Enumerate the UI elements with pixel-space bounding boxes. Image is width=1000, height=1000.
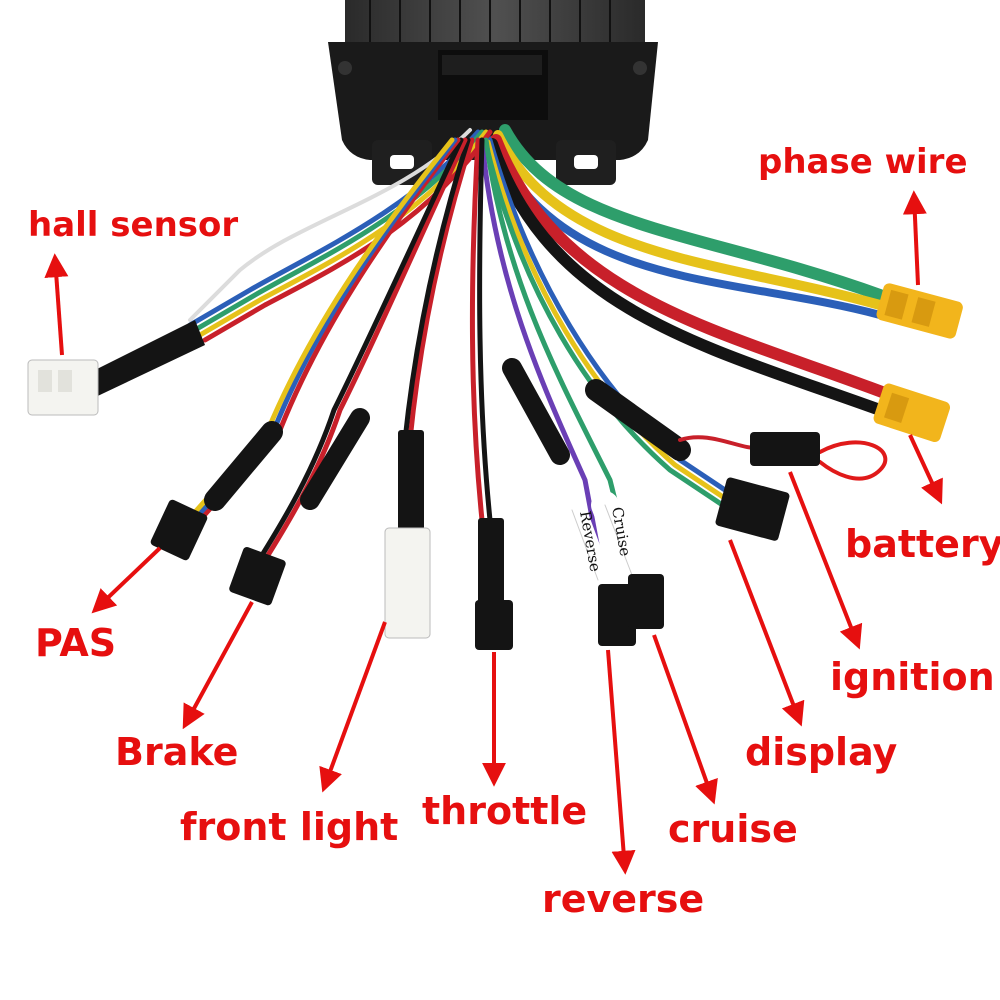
brake-label: Brake xyxy=(115,730,239,774)
battery-label: battery xyxy=(845,522,1000,566)
display-ignition-cables xyxy=(483,137,888,541)
brake-cable xyxy=(229,137,468,606)
pas-label: PAS xyxy=(35,621,117,665)
display-label: display xyxy=(745,730,898,774)
battery-arrow-icon xyxy=(908,434,943,505)
reverse-label: reverse xyxy=(542,877,705,921)
display-arrow-icon xyxy=(728,539,805,727)
pas-cable xyxy=(150,137,461,561)
reverse-arrow-icon xyxy=(606,649,636,875)
cruise-arrow-icon xyxy=(652,634,718,805)
throttle-cable xyxy=(469,137,513,650)
phase-wire-label: phase wire xyxy=(758,142,968,182)
cruise-label: cruise xyxy=(668,807,798,851)
red-arrow-icon xyxy=(44,190,943,875)
battery-cable xyxy=(486,134,951,443)
front-light-arrow-icon xyxy=(319,621,387,793)
brake-arrow-icon xyxy=(182,601,254,730)
pas-arrow-icon xyxy=(91,546,162,614)
hall-sensor-label: hall sensor xyxy=(28,205,239,245)
phase-wire-arrow-icon xyxy=(902,190,927,286)
ignition-arrow-icon xyxy=(788,471,863,650)
front-light-cable xyxy=(384,137,475,639)
front-light-label: front light xyxy=(180,805,399,849)
throttle-label: throttle xyxy=(422,789,588,833)
cruise-reverse-cables xyxy=(479,137,664,646)
ignition-label: ignition xyxy=(830,655,995,699)
hall-sensor-arrow-icon xyxy=(44,253,69,356)
controller-box-icon xyxy=(328,0,658,185)
